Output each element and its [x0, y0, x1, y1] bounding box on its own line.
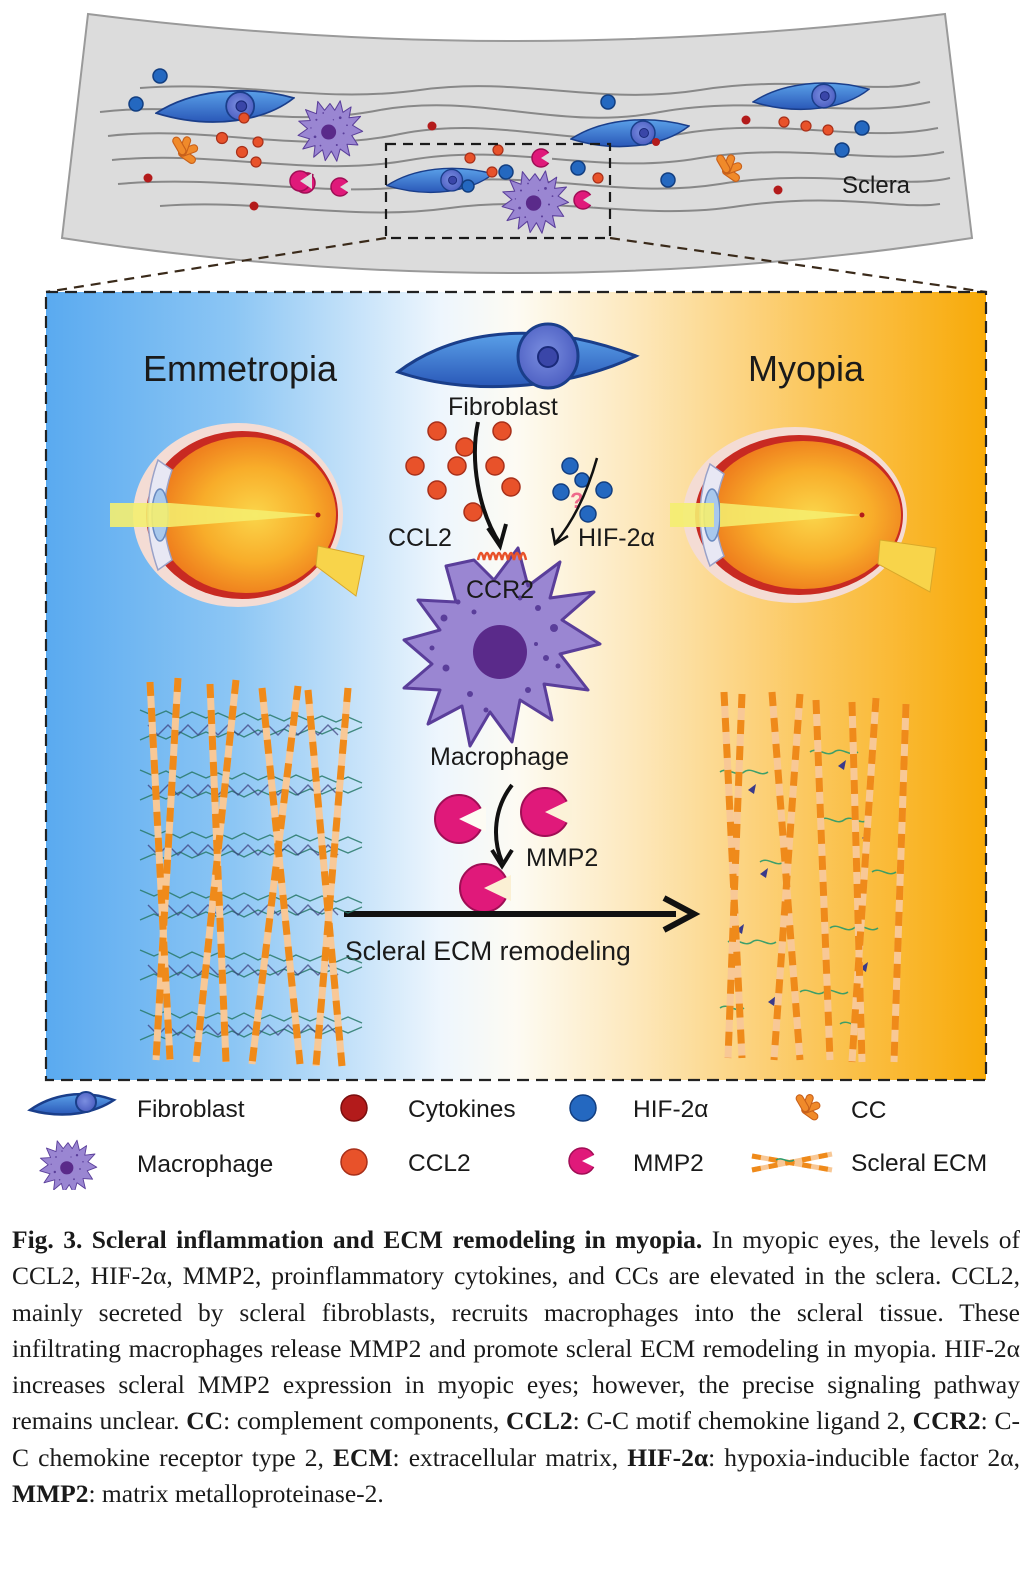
emmetropia-label: Emmetropia [143, 348, 338, 389]
zoom-line-left [45, 236, 387, 294]
figure-caption: Fig. 3. Scleral inflammation and ECM rem… [12, 1222, 1020, 1512]
legend-fibroblast-icon [27, 1091, 117, 1116]
abbr-def: : matrix metalloproteinase-2. [88, 1479, 384, 1509]
ccr2-receptor [476, 551, 528, 561]
legend-macrophage-icon [39, 1139, 98, 1190]
hif-arrow [550, 457, 599, 547]
abbr-term: CCR2 [912, 1406, 981, 1436]
legend-hif-label: HIF-2α [633, 1096, 708, 1123]
legend-fibroblast-label: Fibroblast [137, 1096, 245, 1123]
sclera-label: Sclera [842, 172, 911, 199]
macrophage-label: Macrophage [430, 743, 569, 771]
abbr-term: CC [186, 1406, 224, 1436]
question-mark: ? [570, 488, 583, 513]
abbr-def: : hypoxia-inducible factor 2α, [708, 1442, 1021, 1472]
abbr-def: : extracellular matrix, [392, 1442, 628, 1472]
remodeling-label: Scleral ECM remodeling [345, 936, 631, 966]
abbr-term: MMP2 [12, 1479, 89, 1509]
abbr-term: ECM [333, 1442, 393, 1472]
caption-body: In myopic eyes, the levels of CCL2, HIF-… [12, 1225, 1020, 1436]
legend-cc-icon [794, 1093, 822, 1122]
legend-mmp2-label: MMP2 [633, 1150, 704, 1177]
legend-macrophage-label: Macrophage [137, 1151, 273, 1178]
legend-cytokines-icon [340, 1094, 368, 1122]
abbr-term: HIF-2α [627, 1442, 709, 1472]
sclera-band [60, 12, 974, 274]
abbr-def: : C-C chemokine receptor type 2, [12, 1406, 1021, 1472]
sclera-molecules [128, 68, 870, 211]
legend-cytokines-label: Cytokines [408, 1096, 516, 1123]
myopia-label: Myopia [748, 348, 865, 389]
fibroblast-label: Fibroblast [448, 393, 558, 421]
legend-ccl2-icon [340, 1148, 368, 1176]
ecm-emmetropia [139, 677, 363, 1067]
abbr-def: : complement components, [223, 1406, 507, 1436]
legend-hif-icon [569, 1094, 597, 1122]
legend-ecm-icon [751, 1151, 833, 1173]
abbr-def: : C-C motif chemokine ligand 2, [572, 1406, 913, 1436]
legend-mmp2-icon [568, 1147, 598, 1175]
remodeling-arrow [344, 895, 701, 933]
legend-ecm-label: Scleral ECM [851, 1150, 987, 1177]
abbr-term: CCL2 [506, 1406, 573, 1436]
zoom-box [384, 142, 612, 240]
zoom-line-right [609, 236, 987, 294]
emmetropic-eye [110, 423, 365, 607]
central-fibroblast [394, 322, 640, 390]
myopic-eye [670, 427, 937, 603]
mmp2-molecules [434, 787, 572, 913]
figure-diagram: Sclera Emmetropia Myopia Fibroblast [27, 12, 987, 1190]
legend: Fibroblast Macrophage Cytokines CCL2 HIF… [27, 1091, 987, 1190]
caption-title: Fig. 3. Scleral inflammation and ECM rem… [12, 1225, 703, 1254]
ccr2-label: CCR2 [466, 576, 534, 604]
ccl2-label: CCL2 [388, 524, 452, 552]
central-macrophage [402, 546, 602, 748]
ccl2-molecules [405, 421, 521, 522]
ccl2-arrow [472, 421, 508, 551]
legend-cc-label: CC [851, 1097, 886, 1124]
hif-label: HIF-2α [578, 524, 655, 552]
mmp2-label: MMP2 [526, 844, 598, 872]
ecm-myopia [719, 691, 910, 1063]
mmp2-arrow [490, 783, 514, 870]
legend-ccl2-label: CCL2 [408, 1150, 471, 1177]
